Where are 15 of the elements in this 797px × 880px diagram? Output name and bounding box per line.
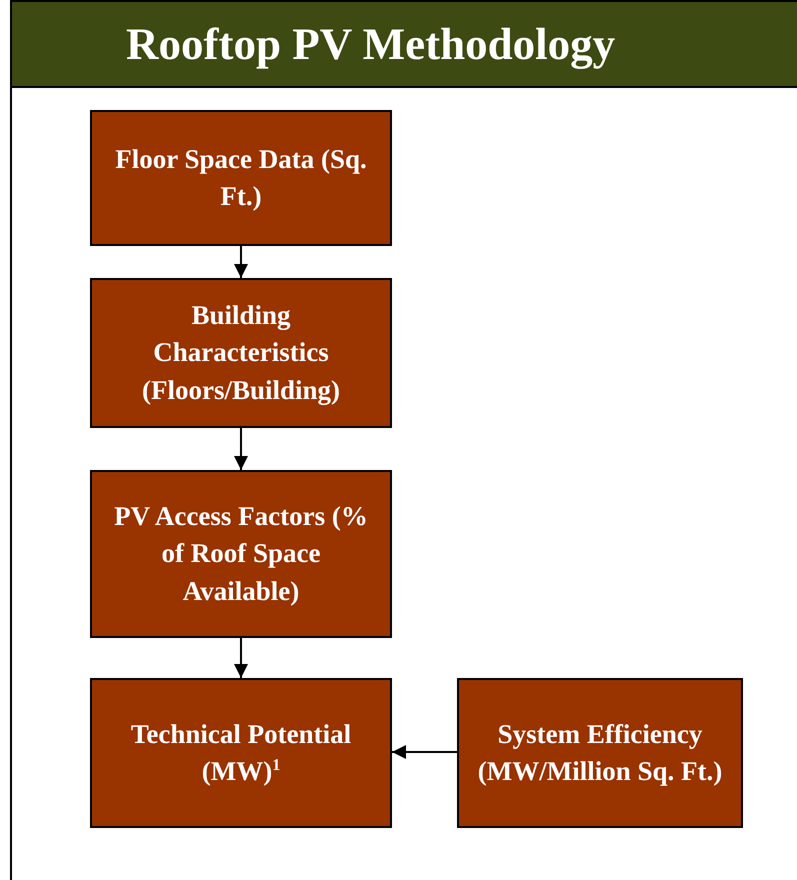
box-label: System Efficiency (MW/Million Sq. Ft.)	[476, 718, 724, 788]
box-label: Building Characteristics (Floors/Building)	[140, 299, 342, 407]
box-label: Floor Space Data (Sq. Ft.)	[114, 142, 368, 213]
arrow	[234, 246, 248, 278]
process-box	[90, 678, 392, 828]
arrow	[234, 428, 248, 470]
process-box	[457, 678, 743, 828]
process-box	[90, 110, 392, 246]
box-label: Technical Potential (MW)$^{1}$	[130, 718, 352, 788]
arrow	[234, 638, 248, 678]
arrow	[392, 745, 457, 759]
title: Rooftop PV Methodology	[126, 18, 616, 70]
process-box	[90, 278, 392, 428]
process-box	[90, 470, 392, 638]
box-label: PV Access Factors (% of Roof Space Available)	[113, 500, 369, 608]
